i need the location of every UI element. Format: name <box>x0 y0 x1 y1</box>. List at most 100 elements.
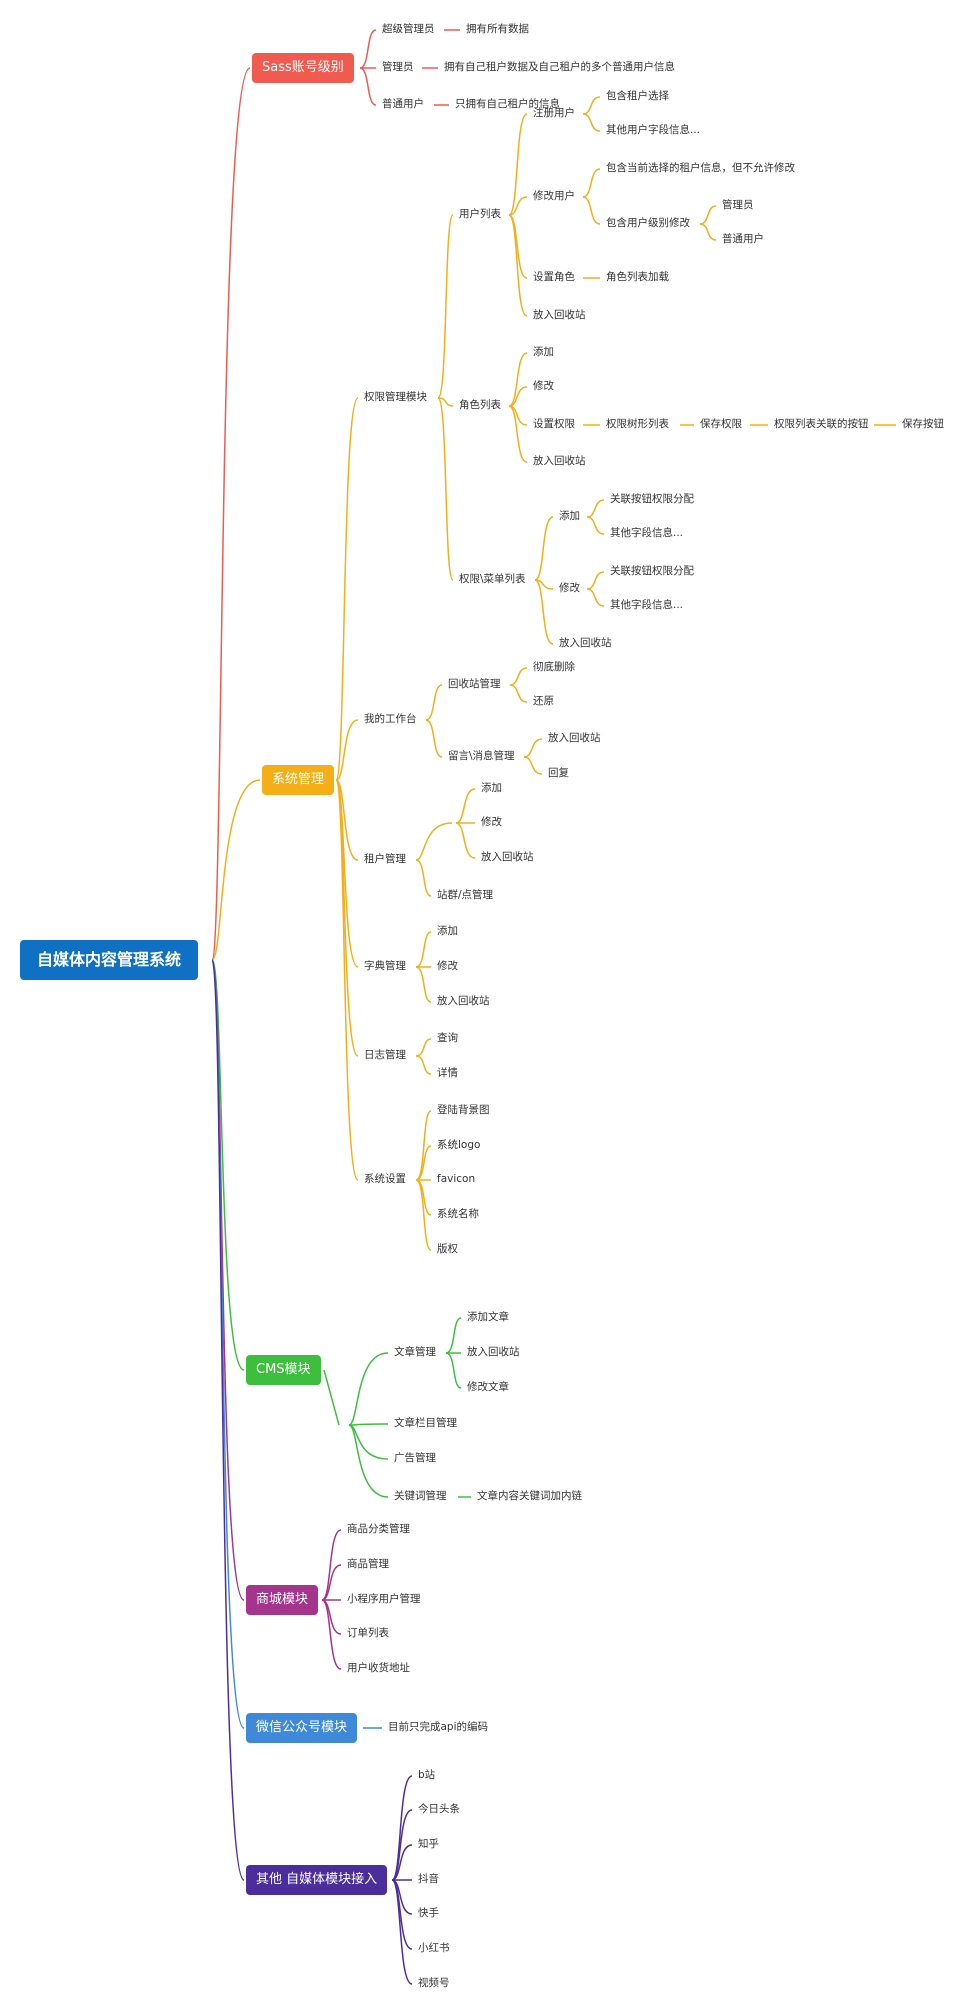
mindmap-node-b1-2-0-1[interactable]: 修改 <box>481 816 502 828</box>
mindmap-node-b1-1-0-1[interactable]: 还原 <box>533 695 554 707</box>
mindmap-node-b1-0-0-3[interactable]: 放入回收站 <box>533 309 586 321</box>
mindmap-node-b1-5[interactable]: 系统设置 <box>364 1173 406 1185</box>
mindmap-node-b1-0[interactable]: 权限管理模块 <box>364 391 427 403</box>
mindmap-node-b0-0-0[interactable]: 拥有所有数据 <box>466 23 529 35</box>
mindmap-node-b1-0-2-1[interactable]: 修改 <box>559 582 580 594</box>
mindmap-node-b1-1-0[interactable]: 回收站管理 <box>448 678 501 690</box>
mindmap-node-b5-5[interactable]: 小红书 <box>418 1942 450 1954</box>
mindmap-node-b0-2-0[interactable]: 只拥有自己租户的信息 <box>455 98 560 110</box>
connector-b3-1 <box>321 1564 342 1601</box>
root-node[interactable]: 自媒体内容管理系统 <box>20 940 199 980</box>
mindmap-node-b1-3-1[interactable]: 修改 <box>437 960 458 972</box>
mindmap-node-b2-0-0-1[interactable]: 放入回收站 <box>467 1346 520 1358</box>
mindmap-node-b1-0-0-1-1-0[interactable]: 管理员 <box>722 199 754 211</box>
mindmap-node-b2-0-0-0[interactable]: 添加文章 <box>467 1311 509 1323</box>
connector-b1-3-0 <box>415 931 432 968</box>
mindmap-node-b2-0-0-2[interactable]: 修改文章 <box>467 1381 509 1393</box>
mindmap-node-b5[interactable]: 其他 自媒体模块接入 <box>246 1865 388 1895</box>
mindmap-node-b5-4[interactable]: 快手 <box>418 1907 439 1919</box>
connector-b0 <box>211 67 251 961</box>
mindmap-node-b1[interactable]: 系统管理 <box>262 765 335 795</box>
mindmap-node-b1-2-1[interactable]: 站群/点管理 <box>437 889 494 901</box>
mindmap-node-b1-5-0[interactable]: 登陆背景图 <box>437 1104 490 1116</box>
mindmap-node-b1-0-0-1[interactable]: 修改用户 <box>533 190 575 202</box>
mindmap-node-b1-0-1-2-0-0[interactable]: 保存权限 <box>700 418 742 430</box>
mindmap-node-b5-6[interactable]: 视频号 <box>418 1977 450 1989</box>
mindmap-node-b1-0-0-1-1[interactable]: 包含用户级别修改 <box>606 217 690 229</box>
mindmap-node-b1-0-1-0[interactable]: 添加 <box>533 346 554 358</box>
mindmap-node-b1-1-1[interactable]: 留言\消息管理 <box>448 750 515 762</box>
mindmap-node-b1-0-0-1-0[interactable]: 包含当前选择的租户信息，但不允许修改 <box>606 162 795 174</box>
mindmap-node-b3-4[interactable]: 用户收货地址 <box>347 1662 410 1674</box>
mindmap-node-b2[interactable]: CMS模块 <box>246 1355 321 1385</box>
mindmap-node-b1-0-1-2[interactable]: 设置权限 <box>533 418 575 430</box>
connector-b1-1 <box>335 719 359 781</box>
mindmap-node-b0-0[interactable]: 超级管理员 <box>382 23 435 35</box>
mindmap-node-b4-0[interactable]: 目前只完成api的编码 <box>388 1721 489 1733</box>
connector-b2-0-0-0 <box>445 1317 462 1354</box>
mindmap-node-b1-0-0-0[interactable]: 注册用户 <box>533 107 575 119</box>
mindmap-node-b1-0-0-0-0[interactable]: 包含租户选择 <box>606 90 669 102</box>
mindmap-node-b0[interactable]: Sass账号级别 <box>252 53 354 83</box>
mindmap-node-b1-5-2[interactable]: favicon <box>437 1173 476 1185</box>
mindmap-node-b0-1-0[interactable]: 拥有自己租户数据及自己租户的多个普通用户信息 <box>444 61 675 73</box>
mindmap-node-b1-3[interactable]: 字典管理 <box>364 960 406 972</box>
mindmap-node-b2-0-3[interactable]: 关键词管理 <box>394 1490 447 1502</box>
mindmap-node-b1-1-1-0[interactable]: 放入回收站 <box>548 732 601 744</box>
mindmap-node-b3-2[interactable]: 小程序用户管理 <box>347 1593 421 1605</box>
connector-b0-2 <box>359 67 377 106</box>
connector-b3-3 <box>321 1599 342 1635</box>
mindmap-node-b2-0-2[interactable]: 广告管理 <box>394 1452 436 1464</box>
mindmap-node-b1-2-0-2[interactable]: 放入回收站 <box>481 851 534 863</box>
mindmap-node-b1-0-2-0-0[interactable]: 关联按钮权限分配 <box>610 493 694 505</box>
mindmap-node-b1-0-0-2[interactable]: 设置角色 <box>533 271 575 283</box>
mindmap-node-b1-1-1-1[interactable]: 回复 <box>548 767 569 779</box>
mindmap-node-b2-0-1[interactable]: 文章栏目管理 <box>394 1417 457 1429</box>
mindmap-node-b1-0-1-3[interactable]: 放入回收站 <box>533 455 586 467</box>
mindmap-node-b1-0-2-0-1[interactable]: 其他字段信息... <box>610 527 684 539</box>
mindmap-node-b5-2[interactable]: 知乎 <box>418 1838 439 1850</box>
mindmap-node-b1-3-0[interactable]: 添加 <box>437 925 458 937</box>
mindmap-node-b5-3[interactable]: 抖音 <box>418 1873 439 1885</box>
mindmap-node-b2-0-3-0[interactable]: 文章内容关键词加内链 <box>477 1490 582 1502</box>
mindmap-node-b1-0-0[interactable]: 用户列表 <box>459 208 501 220</box>
connector-b1-0-0-1-1-1 <box>699 223 717 241</box>
connector-b1-0-0 <box>437 214 454 399</box>
mindmap-node-b1-0-1-2-0[interactable]: 权限树形列表 <box>606 418 669 430</box>
mindmap-node-b1-0-2-0[interactable]: 添加 <box>559 510 580 522</box>
mindmap-node-b1-0-1[interactable]: 角色列表 <box>459 399 501 411</box>
mindmap-node-b1-0-2-2[interactable]: 放入回收站 <box>559 637 612 649</box>
connector-b1-0-2 <box>437 397 454 581</box>
mindmap-node-b4[interactable]: 微信公众号模块 <box>246 1713 358 1743</box>
mindmap-node-b1-0-2-1-1[interactable]: 其他字段信息... <box>610 599 684 611</box>
mindmap-node-b5-0[interactable]: b站 <box>418 1769 436 1781</box>
mindmap-node-b2-0-0[interactable]: 文章管理 <box>394 1346 436 1358</box>
mindmap-node-b1-2-0-0[interactable]: 添加 <box>481 782 502 794</box>
mindmap-node-b1-5-1[interactable]: 系统logo <box>437 1139 481 1151</box>
mindmap-node-b1-4-1[interactable]: 详情 <box>437 1067 458 1079</box>
mindmap-node-b0-1[interactable]: 管理员 <box>382 61 414 73</box>
mindmap-node-b1-4[interactable]: 日志管理 <box>364 1049 406 1061</box>
mindmap-node-b1-0-1-2-0-0-0[interactable]: 权限列表关联的按钮 <box>774 418 869 430</box>
mindmap-node-b1-0-2-1-0[interactable]: 关联按钮权限分配 <box>610 565 694 577</box>
mindmap-node-b1-0-1-2-0-0-0-0[interactable]: 保存按钮 <box>902 418 944 430</box>
mindmap-node-b1-0-0-0-1[interactable]: 其他用户字段信息... <box>606 124 701 136</box>
mindmap-node-b1-0-2[interactable]: 权限\菜单列表 <box>459 573 526 585</box>
mindmap-node-b3-3[interactable]: 订单列表 <box>347 1627 389 1639</box>
mindmap-node-b1-1[interactable]: 我的工作台 <box>364 713 417 725</box>
mindmap-node-b1-0-0-2-0[interactable]: 角色列表加载 <box>606 271 669 283</box>
mindmap-node-b1-2[interactable]: 租户管理 <box>364 853 406 865</box>
mindmap-node-b3-1[interactable]: 商品管理 <box>347 1558 389 1570</box>
mindmap-node-b1-5-3[interactable]: 系统名称 <box>437 1208 479 1220</box>
mindmap-node-b0-2[interactable]: 普通用户 <box>382 98 424 110</box>
mindmap-node-b1-3-2[interactable]: 放入回收站 <box>437 995 490 1007</box>
mindmap-node-b1-5-4[interactable]: 版权 <box>437 1243 458 1255</box>
mindmap-node-b3[interactable]: 商城模块 <box>246 1585 319 1615</box>
mindmap-node-b1-0-0-1-1-1[interactable]: 普通用户 <box>722 233 764 245</box>
mindmap-node-b1-4-0[interactable]: 查询 <box>437 1032 458 1044</box>
mindmap-node-b1-1-0-0[interactable]: 彻底删除 <box>533 661 575 673</box>
mindmap-node-b5-1[interactable]: 今日头条 <box>418 1803 460 1815</box>
mindmap-node-b3-0[interactable]: 商品分类管理 <box>347 1523 410 1535</box>
connector-b1-2-0 <box>415 822 453 861</box>
mindmap-node-b1-0-1-1[interactable]: 修改 <box>533 380 554 392</box>
